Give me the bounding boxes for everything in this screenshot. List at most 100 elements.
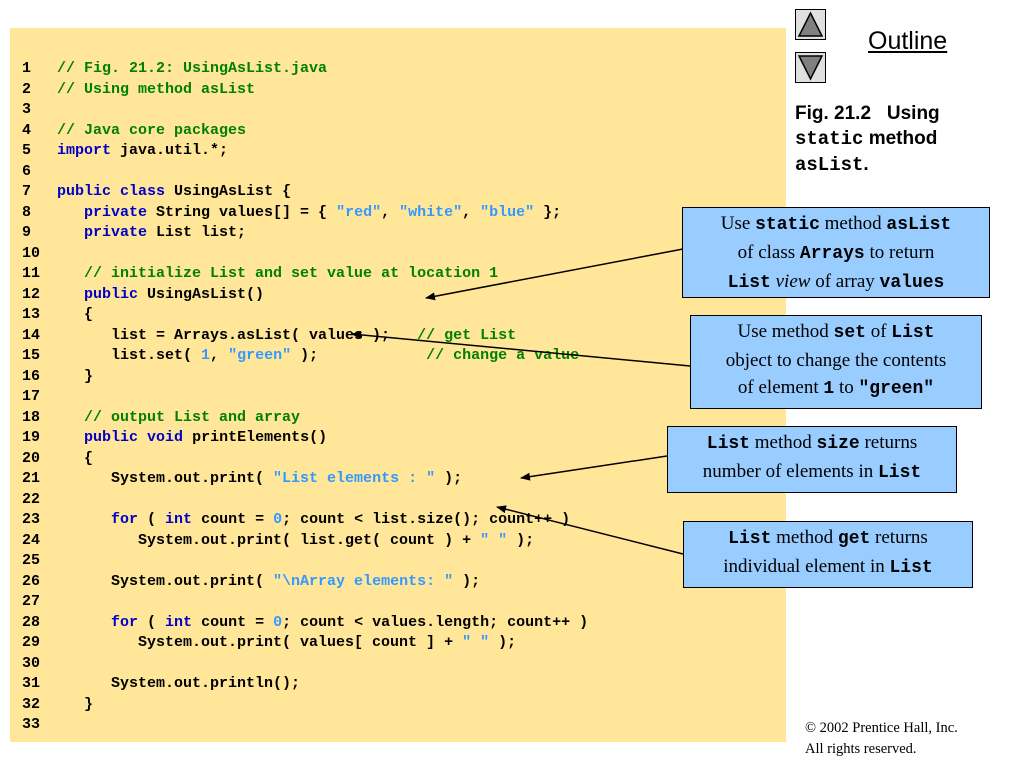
code-token: public [84, 285, 139, 303]
line-number: 22 [22, 490, 41, 508]
code-line: 25 [22, 551, 588, 572]
line-number: 19 [22, 429, 41, 446]
line-number: 6 [22, 162, 32, 180]
code-line: 24 System.out.print( list.get( count ) +… [22, 531, 588, 552]
code-token: }; [534, 203, 562, 221]
code-line: 1 // Fig. 21.2: UsingAsList.java [22, 59, 588, 80]
callout-text: method [819, 213, 887, 234]
code-line: 19 public void printElements() [22, 428, 588, 449]
callout-code: List [877, 463, 922, 483]
line-number: 30 [22, 654, 41, 672]
code-token: for [111, 613, 139, 631]
callout-text: of class [737, 242, 800, 263]
copyright-symbol: © [805, 720, 817, 736]
code-line: 6 [22, 162, 588, 183]
code-token: System.out.print( [57, 470, 274, 487]
copyright-line: 2002 Prentice Hall, Inc. [816, 720, 958, 736]
line-number: 20 [22, 449, 41, 467]
callout-code: values [879, 273, 945, 293]
line-number: 8 [22, 203, 32, 221]
code-token: ( [138, 613, 166, 631]
previous-slide-button[interactable] [795, 9, 826, 40]
code-token: void [147, 429, 184, 446]
code-token: printElements() [183, 429, 328, 446]
figure-label: Fig. 21.2 [795, 103, 872, 124]
line-number: 33 [22, 716, 41, 733]
triangle-down-icon [797, 55, 824, 81]
line-number: 14 [22, 326, 41, 344]
line-number: 26 [22, 572, 41, 590]
code-token: import [57, 142, 112, 159]
outline-link[interactable]: Outline [868, 27, 948, 55]
code-token: count = [192, 613, 274, 631]
code-token: { [57, 449, 94, 467]
line-number: 23 [22, 511, 41, 528]
code-token: System.out.println(); [57, 675, 301, 692]
code-token: // output List and array [84, 408, 301, 426]
code-listing: 1 // Fig. 21.2: UsingAsList.java 2 // Using… [22, 59, 588, 736]
code-token: list.set( [57, 347, 202, 364]
code-token: class [120, 183, 166, 200]
callout-text: to [834, 377, 859, 398]
line-number: 4 [22, 121, 32, 139]
next-slide-button[interactable] [795, 52, 826, 83]
code-token: " " [480, 531, 508, 549]
callout-text: Use [720, 213, 756, 234]
code-token: // Using method asList [57, 80, 256, 98]
callout-text: method [749, 432, 817, 453]
callout-code: List [706, 434, 750, 454]
callout-code: List [727, 273, 771, 293]
code-line: 2 // Using method asList [22, 80, 588, 101]
code-line: 14 list = Arrays.asList( values ); // ge… [22, 326, 588, 347]
callout-code: List [728, 529, 772, 549]
code-token: System.out.print( [57, 572, 274, 590]
code-token: ); [453, 572, 481, 590]
line-number: 13 [22, 306, 41, 323]
code-line: 32 } [22, 695, 588, 716]
code-token: // get List [417, 326, 517, 344]
code-token: , [381, 203, 400, 221]
arrow-size [520, 455, 668, 481]
callout-code: List [891, 323, 935, 343]
callout-text: Use method [737, 321, 834, 342]
code-token: public [57, 183, 112, 200]
code-token: String values[] = { [147, 203, 337, 221]
code-token: ; count < values.length; count++ ) [282, 613, 589, 631]
callout-code: static [755, 215, 820, 235]
code-line: 20 { [22, 449, 588, 470]
code-token: " " [462, 634, 490, 651]
line-number: 9 [22, 224, 32, 241]
line-number: 31 [22, 675, 41, 692]
code-token: // Java core packages [57, 121, 247, 139]
callout-text: method [771, 527, 838, 548]
code-token: 1 [201, 347, 211, 364]
line-number: 32 [22, 695, 41, 713]
triangle-up-icon [797, 11, 824, 37]
callout-code: "green" [858, 379, 935, 399]
code-token: // Fig. 21.2: UsingAsList.java [57, 60, 328, 77]
copyright-line: All rights reserved. [805, 741, 917, 757]
caption-text: method [868, 128, 938, 149]
code-line: 12 public UsingAsList() [22, 285, 588, 306]
line-number: 16 [22, 367, 41, 385]
code-token: ( [138, 511, 166, 528]
callout-text: number of elements in [702, 461, 878, 482]
code-token: ); [435, 470, 463, 487]
copyright-notice: © 2002 Prentice Hall, Inc. All rights re… [805, 718, 958, 760]
line-number: 1 [22, 60, 32, 77]
callout-text: view [775, 271, 811, 292]
callout-text: to return [864, 242, 935, 263]
code-token: , [210, 347, 229, 364]
code-token: ); [291, 347, 427, 364]
code-line: 16 } [22, 367, 588, 388]
code-token: List list; [147, 224, 247, 241]
code-line: 18 // output List and array [22, 408, 588, 429]
code-line: 15 list.set( 1, "green" ); // change a v… [22, 346, 588, 367]
line-number: 25 [22, 552, 41, 569]
line-number: 18 [22, 408, 41, 426]
code-line: 3 [22, 100, 588, 121]
line-number: 2 [22, 80, 32, 98]
code-line: 22 [22, 490, 588, 511]
